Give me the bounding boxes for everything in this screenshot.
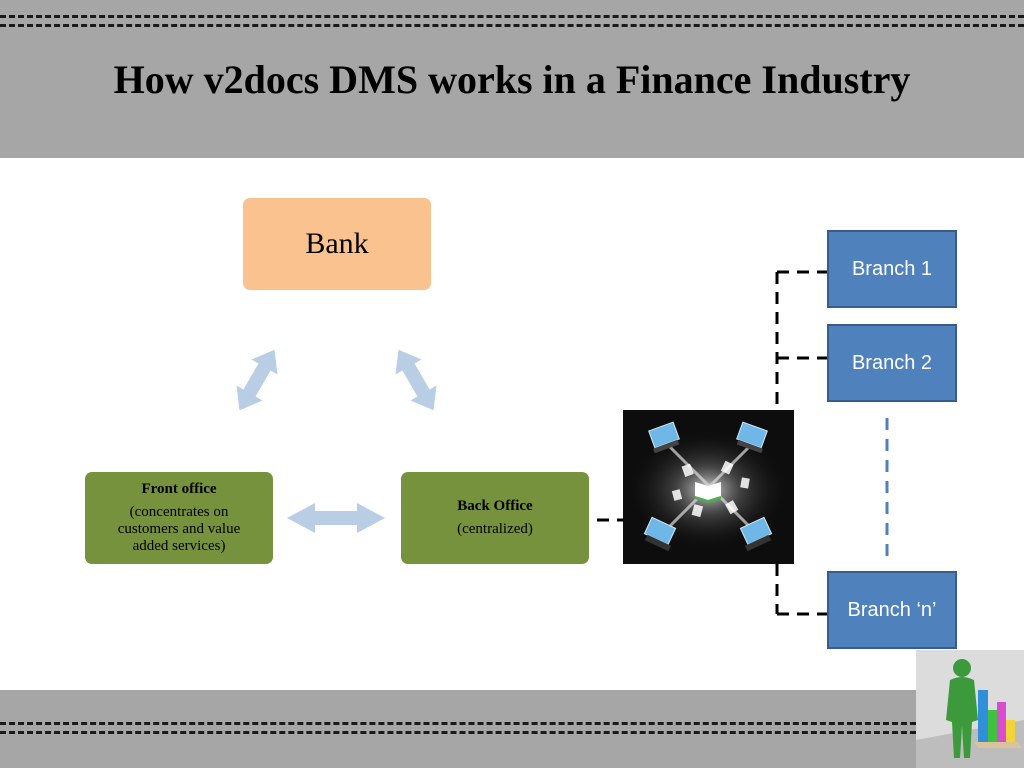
bank-back-arrow xyxy=(385,342,447,418)
footer-dash-line-1 xyxy=(0,722,916,725)
front-back-arrow xyxy=(287,503,385,533)
header-dash-line-2 xyxy=(0,24,1024,27)
network-illustration-art xyxy=(623,410,794,564)
slide-title: How v2docs DMS works in a Finance Indust… xyxy=(113,57,911,102)
network-illustration xyxy=(623,410,794,564)
back-office-node: Back Office (centralized) xyxy=(401,472,589,564)
branch-2-label: Branch 2 xyxy=(851,351,933,374)
book-icon xyxy=(695,482,721,503)
footer-dash-line-2 xyxy=(0,731,916,734)
front-office-title: Front office xyxy=(141,481,217,497)
person-silhouette-icon xyxy=(946,659,978,758)
laptop-icon-top-right xyxy=(736,421,768,454)
branch-2-node: Branch 2 xyxy=(827,324,957,402)
corner-illustration xyxy=(916,650,1024,768)
laptop-icon-bottom-left xyxy=(643,516,677,552)
back-office-title: Back Office xyxy=(457,498,533,514)
bank-label: Bank xyxy=(305,227,369,260)
branch-n-label: Branch ‘n’ xyxy=(847,598,937,621)
branch-1-node: Branch 1 xyxy=(827,230,957,308)
laptop-icon-bottom-right xyxy=(739,516,773,552)
branch-n-node: Branch ‘n’ xyxy=(827,571,957,649)
front-office-node: Front office (concentrates on customers … xyxy=(85,472,273,564)
branch-1-label: Branch 1 xyxy=(851,257,933,280)
person-chart-illustration xyxy=(916,650,1024,768)
bar-chart-icon xyxy=(974,690,1022,748)
branch-connector-lines xyxy=(597,270,827,616)
bank-node: Bank xyxy=(243,198,431,290)
header-dash-line-1 xyxy=(0,15,1024,18)
footer-band xyxy=(0,690,1024,768)
front-office-desc: (concentrates on customers and value add… xyxy=(117,504,241,554)
laptop-icon-top-left xyxy=(648,421,680,454)
back-office-desc: (centralized) xyxy=(457,521,533,537)
bank-front-arrow xyxy=(226,342,288,418)
